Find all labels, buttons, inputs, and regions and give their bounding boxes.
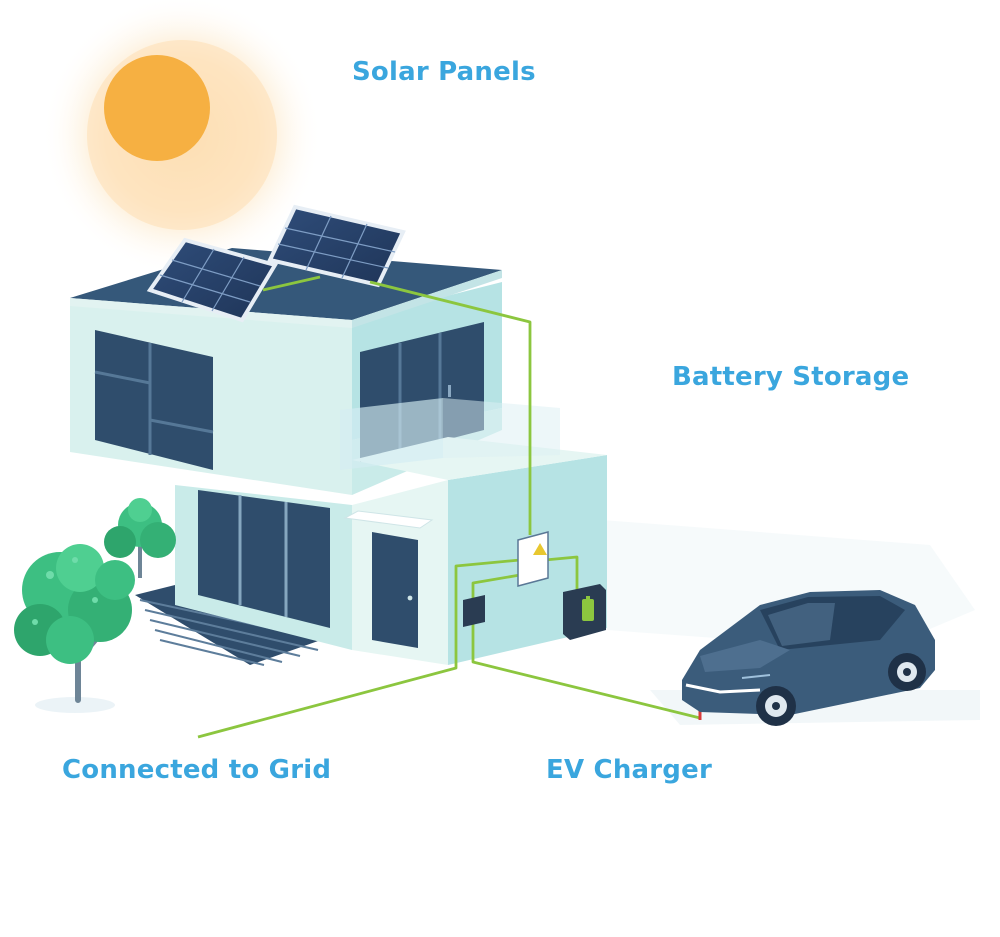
solar-panel-icon: [146, 204, 406, 323]
tree-icon: [14, 544, 135, 703]
battery-storage-label: Battery Storage: [672, 362, 910, 392]
ev-charger-label: EV Charger: [546, 755, 712, 785]
tree-icon: [104, 498, 176, 578]
connected-grid-label: Connected to Grid: [62, 755, 332, 785]
solar-panels-label: Solar Panels: [352, 57, 536, 87]
wiring: [197, 275, 701, 739]
electric-car-icon: [682, 590, 935, 726]
house-icon: [70, 248, 607, 665]
sun-icon: [42, 0, 322, 275]
battery-icon: [563, 584, 606, 640]
meter-box: [463, 595, 485, 627]
inverter-icon: [517, 531, 549, 587]
